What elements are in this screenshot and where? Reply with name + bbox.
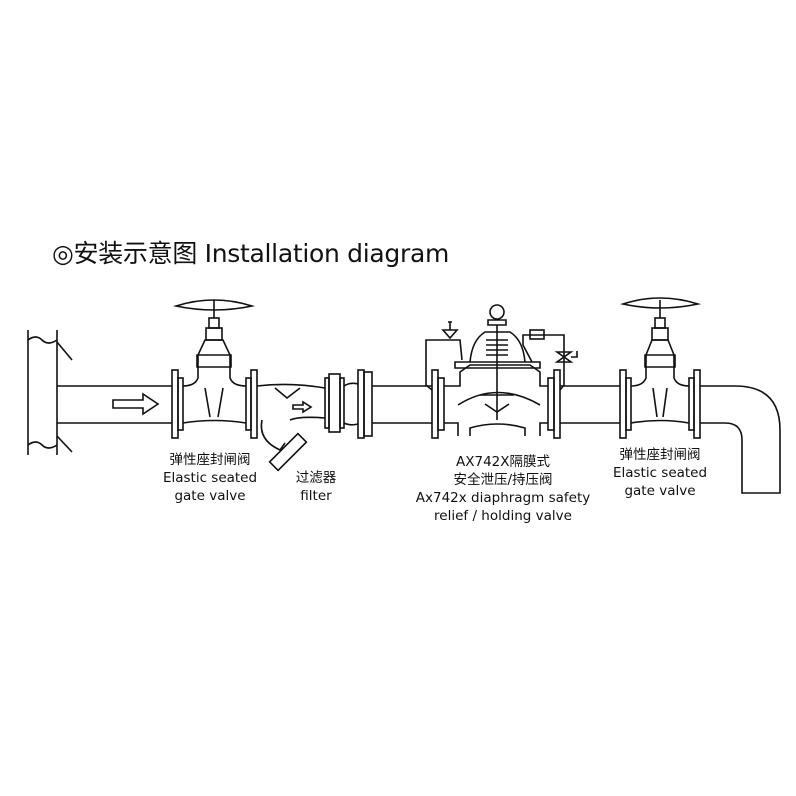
gate-valve-2-label: 弹性座封闸阀 Elastic seated gate valve [613,446,707,500]
label-en: gate valve [174,488,246,504]
flow-arrow-small-icon [292,400,313,414]
gate-valve-1-label: 弹性座封闸阀 Elastic seated gate valve [163,451,257,505]
gate-valve-1-drawing [171,299,258,439]
label-cn: 安全泄压/持压阀 [453,472,553,488]
label-cn: 过滤器 [295,470,337,486]
diagram-title: ◎安装示意图 Installation diagram [52,239,450,268]
label-en: Ax742x diaphragm safety [415,490,591,506]
wall-riser [27,330,73,455]
label-en: relief / holding valve [434,508,572,524]
label-cn: AX742X隔膜式 [455,454,550,470]
diaphragm-valve-label: AX742X隔膜式 安全泄压/持压阀 Ax742x diaphragm safe… [416,453,590,525]
label-en: filter [300,488,332,504]
label-en: Elastic seated [162,470,258,486]
pipe [57,385,781,494]
label-cn: 弹性座封闸阀 [619,447,701,463]
label-cn: 弹性座封闸阀 [169,452,251,468]
label-en: Elastic seated [612,465,708,481]
filter-drawing [256,369,373,472]
gate-valve-2-drawing [619,297,702,439]
flow-arrow-icon [112,392,160,416]
diaphragm-valve-drawing [425,304,578,439]
label-en: gate valve [624,483,696,499]
filter-label: 过滤器 filter [296,469,337,505]
